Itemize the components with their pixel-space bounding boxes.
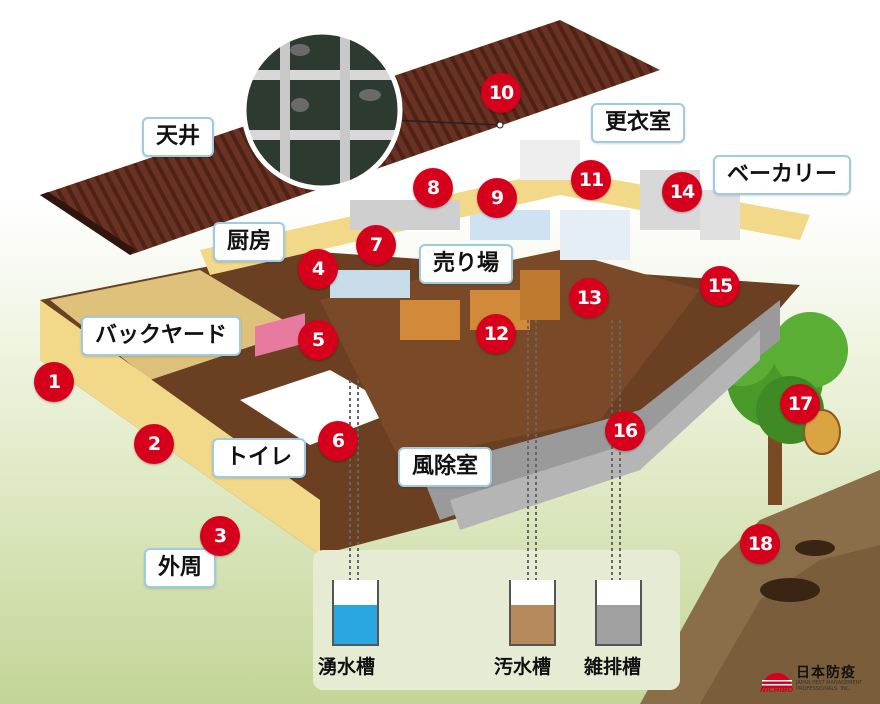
marker-10: 10 — [481, 73, 521, 113]
marker-17: 17 — [780, 384, 820, 424]
label-locker-room: 更衣室 — [591, 103, 685, 143]
label-perimeter: 外周 — [144, 548, 216, 588]
marker-8: 8 — [413, 168, 453, 208]
marker-9: 9 — [477, 178, 517, 218]
marker-5: 5 — [298, 320, 338, 360]
marker-7: 7 — [356, 225, 396, 265]
label-windbreak-room: 風除室 — [398, 447, 492, 487]
drain-tank — [596, 580, 641, 645]
marker-16: 16 — [605, 411, 645, 451]
tank-label-sewage: 汚水槽 — [494, 652, 551, 679]
label-toilet: トイレ — [212, 438, 306, 478]
marker-12: 12 — [476, 314, 516, 354]
marker-6: 6 — [318, 421, 358, 461]
label-backyard: バックヤード — [81, 316, 241, 356]
company-logo: 日本防疫 JAPAN PEST MANAGEMENT PROFESSIONALS… — [760, 660, 880, 700]
burrow — [760, 578, 820, 602]
marker-13: 13 — [569, 278, 609, 318]
marker-4: 4 — [298, 249, 338, 289]
marker-2: 2 — [134, 424, 174, 464]
marker-1: 1 — [34, 362, 74, 402]
sewage-tank — [510, 580, 555, 645]
marker-3: 3 — [200, 516, 240, 556]
logo-name-jp: 日本防疫 — [796, 662, 856, 682]
label-bakery: ベーカリー — [713, 155, 851, 195]
label-sales-floor: 売り場 — [419, 244, 513, 284]
logo-name-en: JAPAN PEST MANAGEMENT PROFESSIONALS, INC… — [796, 680, 876, 692]
marker-18: 18 — [740, 524, 780, 564]
label-ceiling: 天井 — [142, 117, 214, 157]
tank-label-drain: 雑排槽 — [584, 652, 641, 679]
marker-14: 14 — [662, 172, 702, 212]
tank-label-spring-water: 湧水槽 — [318, 652, 375, 679]
marker-11: 11 — [571, 160, 611, 200]
logo-brand: NICHIBO — [760, 686, 793, 694]
marker-15: 15 — [700, 266, 740, 306]
label-kitchen: 厨房 — [213, 222, 285, 262]
spring-water-tank — [333, 580, 378, 645]
